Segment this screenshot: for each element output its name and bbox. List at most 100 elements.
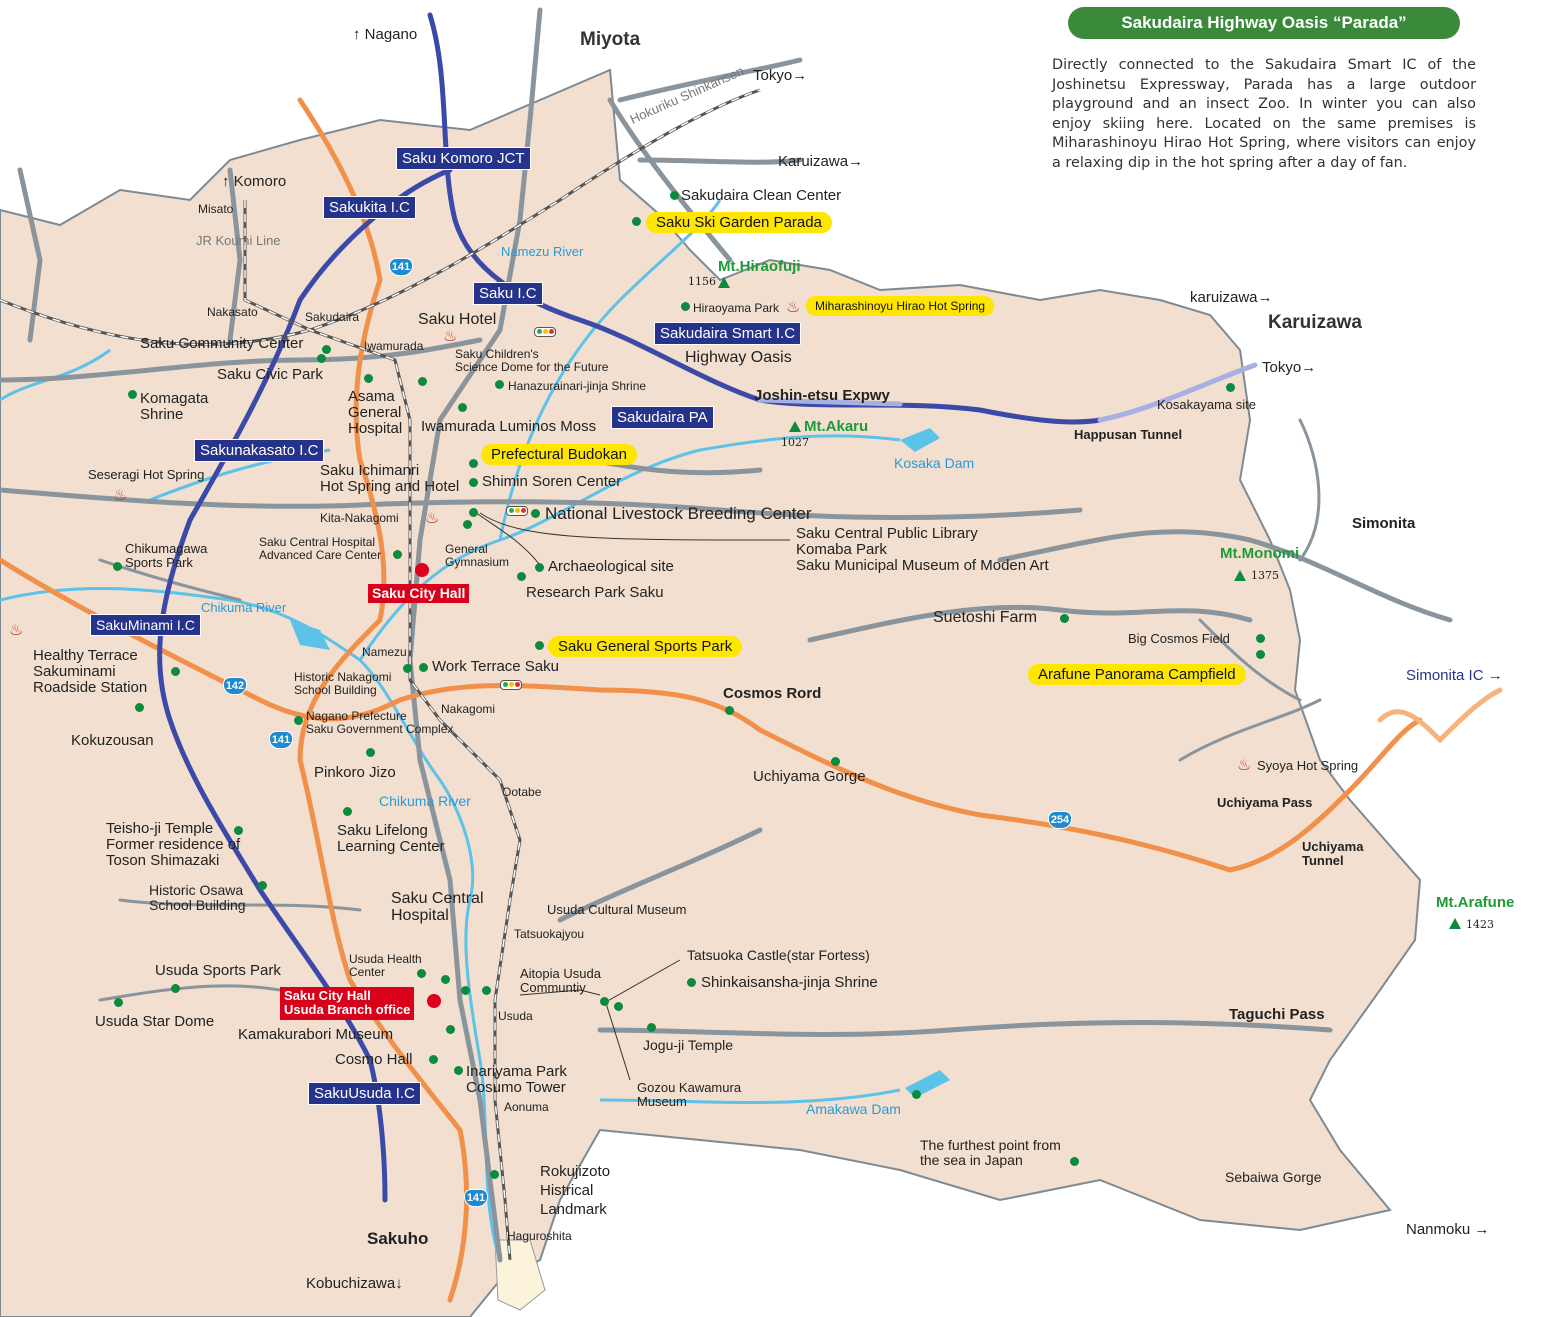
highlight-general-sports-park: Saku General Sports Park: [548, 636, 743, 657]
poi-kosakayama-site: Kosakayama site: [1157, 397, 1256, 412]
sakuho-area: [494, 1239, 546, 1311]
poi-marker: [135, 703, 144, 712]
poi-marker: [1256, 650, 1265, 659]
poi-usuda-star-dome: Usuda Star Dome: [95, 1013, 215, 1030]
label-kosaka-dam: Kosaka Dam: [894, 455, 975, 471]
poi-marker: [114, 998, 123, 1007]
usuda-branch-line1: Saku City Hall: [284, 988, 371, 1003]
poi-marker: [418, 377, 427, 386]
road-joshinetsu-expwy: Joshin-etsu Expwy: [754, 387, 890, 404]
poi-marker: [234, 826, 243, 835]
major-roads: [0, 7, 1453, 1263]
poi-marker: [1226, 383, 1235, 392]
poi-marker: [171, 984, 180, 993]
ic-sakuminami: SakuMinami I.C: [90, 614, 201, 636]
railways: [0, 88, 761, 1261]
poi-marker: [647, 1023, 656, 1032]
poi-marker: [294, 716, 303, 725]
poi-marker: [366, 748, 375, 757]
poi-syoya-hot-spring: Syoya Hot Spring: [1257, 758, 1359, 773]
station-iwamurada: Iwamurada: [364, 339, 424, 353]
route-141-shield-mid: 141: [269, 731, 293, 749]
mount-akaru: Mt.Akaru: [804, 418, 869, 435]
poi-ichimanri-hot-spring: Saku Ichimanri Hot Spring and Hotel: [320, 462, 460, 496]
poi-cosmo-hall: Cosmo Hall: [335, 1051, 413, 1068]
road-uchiyama-tunnel: Uchiyama Tunnel: [1302, 839, 1364, 869]
poi-marker: [128, 390, 137, 399]
poi-chikumagawa-sports-park: Chikumagawa Sports Park: [125, 541, 208, 571]
poi-komagata-shrine: Komagata Shrine: [140, 390, 209, 424]
station-usuda: Usuda: [498, 1009, 533, 1023]
poi-aitopia-usuda: Aitopia Usuda Communtiy: [520, 966, 601, 996]
poi-marker: [469, 478, 478, 487]
elevation-hiraofuji: 1156: [688, 275, 716, 288]
hot-spring-icon: ♨: [9, 620, 24, 639]
poi-uchiyama-gorge: Uchiyama Gorge: [753, 768, 866, 785]
poi-marker: [600, 997, 609, 1006]
road-taguchi-pass: Taguchi Pass: [1229, 1006, 1325, 1023]
poi-marker: [535, 563, 544, 572]
poi-advanced-care-center: Saku Central Hospital Advanced Care Cent…: [259, 535, 382, 562]
ic-sakunakasato: Sakunakasato I.C: [194, 439, 325, 462]
road-uchiyama-pass: Uchiyama Pass: [1217, 795, 1313, 810]
direction-tokyo-east: Tokyo→: [1262, 359, 1317, 376]
mount-monomi: Mt.Monomi: [1220, 545, 1300, 562]
poi-marker: [535, 641, 544, 650]
poi-marker: [171, 667, 180, 676]
poi-national-livestock-center: National Livestock Breeding Center: [545, 504, 812, 523]
ic-sakuusuda: SakuUsuda I.C: [308, 1082, 421, 1105]
station-aonuma: Aonuma: [504, 1100, 549, 1114]
poi-marker: [469, 459, 478, 468]
poi-childrens-science-dome: Saku Children's Science Dome for the Fut…: [455, 347, 609, 374]
ic-sakudaira-smart: Sakudaira Smart I.C: [654, 322, 802, 345]
poi-seseragi-hot-spring: Seseragi Hot Spring: [88, 467, 205, 482]
poi-marker: [461, 986, 470, 995]
poi-kamakurabori-museum: Kamakurabori Museum: [238, 1026, 394, 1043]
highlight-arafune-campfield: Arafune Panorama Campfield: [1028, 664, 1246, 685]
station-kita-nakagomi: Kita-Nakagomi: [320, 511, 399, 525]
traffic-signal-icon: [506, 506, 528, 516]
mountain-triangle-icon: [789, 421, 801, 432]
poi-marker: [495, 380, 504, 389]
poi-marker: [393, 550, 402, 559]
station-nakagomi: Nakagomi: [441, 702, 496, 716]
ic-sakukita: Sakukita I.C: [323, 196, 416, 219]
poi-marker: [317, 354, 326, 363]
ic-saku-komoro-jct: Saku Komoro JCT: [396, 147, 531, 170]
poi-sebaiwa-gorge: Sebaiwa Gorge: [1225, 1169, 1322, 1185]
poi-marker: [831, 757, 840, 766]
poi-healthy-terrace: Healthy Terrace Sakuminami Roadside Stat…: [33, 647, 148, 697]
station-tatsuokajyou: Tatsuokajyou: [514, 927, 585, 941]
poi-marker: [681, 302, 690, 311]
poi-marker: [458, 403, 467, 412]
poi-saku-central-hospital: Saku Central Hospital: [391, 890, 484, 925]
poi-work-terrace-saku: Work Terrace Saku: [432, 658, 559, 675]
station-namezu: Namezu: [362, 645, 407, 659]
mountain-triangle-icon: [1234, 570, 1246, 581]
poi-saku-hotel: Saku Hotel: [418, 311, 497, 328]
chikuma-wide: [290, 620, 330, 650]
station-haguroshita: Haguroshita: [507, 1229, 572, 1243]
poi-marker: [463, 520, 472, 529]
poi-library-komaba-museum: Saku Central Public Library Komaba Park …: [796, 525, 1049, 575]
direction-kobuchizawa: Kobuchizawa↓: [306, 1275, 403, 1292]
traffic-signal-icon: [534, 327, 556, 337]
poi-pinkoro-jizo: Pinkoro Jizo: [314, 764, 396, 781]
poi-nakagomi-school: Historic Nakagomi School Building: [294, 670, 392, 697]
poi-government-complex: Nagano Prefecture Saku Government Comple…: [306, 709, 454, 736]
mount-arafune: Mt.Arafune: [1436, 894, 1515, 911]
poi-marker: [258, 881, 267, 890]
poi-marker: [469, 508, 478, 517]
poi-tatsuoka-castle: Tatsuoka Castle(star Fortess): [687, 947, 870, 963]
poi-marker: [1070, 1157, 1079, 1166]
elevation-akaru: 1027: [781, 436, 809, 449]
direction-komoro: ↑ Komoro: [222, 173, 287, 190]
direction-simonita-ic: Simonita IC →: [1406, 667, 1503, 684]
poi-rokujizoto-landmark: Rokujizoto Histrical Landmark: [540, 1163, 611, 1218]
poi-marker: [322, 345, 331, 354]
poi-marker: [441, 975, 450, 984]
poi-lifelong-learning-center: Saku Lifelong Learning Center: [337, 822, 445, 856]
poi-marker: [725, 706, 734, 715]
poi-usuda-health-center: Usuda Health Center: [349, 952, 422, 979]
poi-marker: [419, 663, 428, 672]
